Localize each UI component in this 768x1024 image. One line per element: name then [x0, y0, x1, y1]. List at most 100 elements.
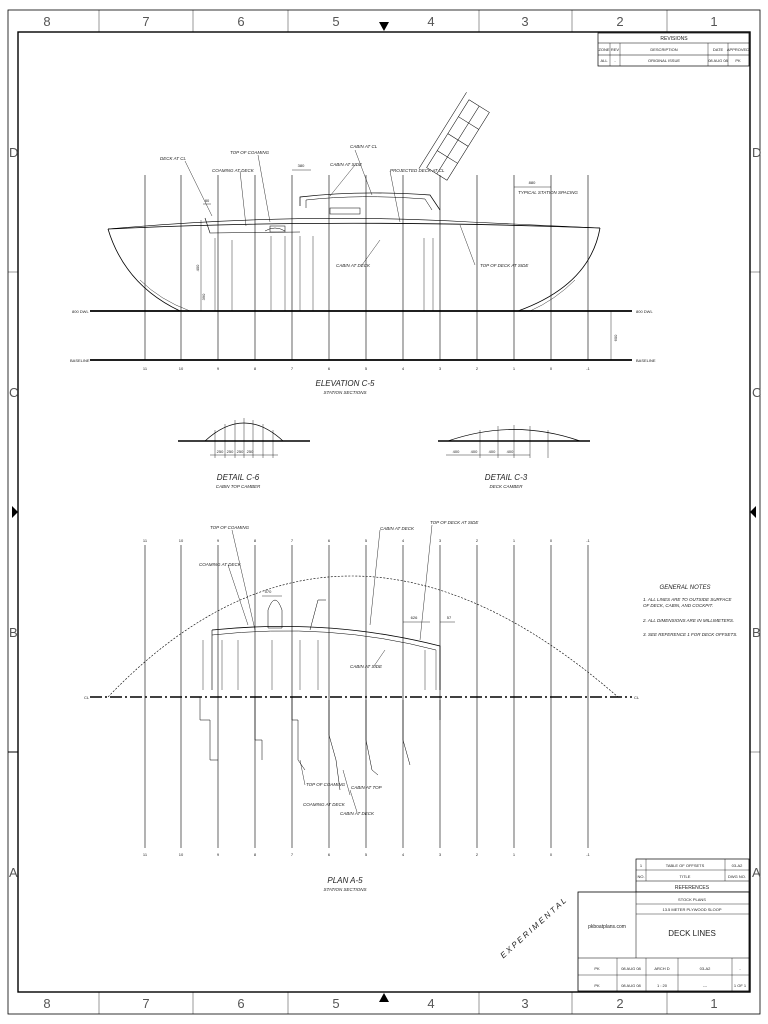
station-3: 3: [439, 366, 442, 371]
zone-col-5-bottom: 5: [332, 996, 339, 1011]
plan-station-0-top: 0: [550, 538, 553, 543]
checked-by: PK: [594, 983, 600, 988]
references-title: REFERENCES: [675, 885, 710, 891]
detail-c3-drawing: [438, 425, 590, 458]
plan-station-10-bottom: 10: [179, 852, 184, 857]
deck-at-cl-line: [107, 218, 601, 230]
elevation-callouts: DECK AT CL TOP OF COAMING COAMING AT DEC…: [160, 144, 578, 268]
revision-value: -: [739, 966, 741, 971]
rev-header-description: DESCRIPTION: [650, 47, 677, 52]
plan-callout-coaming-at-deck: COAMING AT DECK: [199, 562, 242, 567]
plan-cl-right: CL: [634, 695, 640, 700]
zone-col-8-bottom: 8: [43, 996, 50, 1011]
detail-c6-drawing: [178, 418, 310, 458]
plan-station-5-bottom: 5: [365, 852, 368, 857]
plan-stepped-profile: [199, 697, 218, 761]
zone-row-d-right: D: [752, 145, 761, 160]
zone-col-6: 6: [237, 14, 244, 29]
station-2: 2: [476, 366, 479, 371]
rotated-section-detail: [418, 92, 490, 181]
plan-station-7-bottom: 7: [291, 852, 294, 857]
dim-c6-2: 250: [227, 449, 234, 454]
zone-col-7-bottom: 7: [142, 996, 149, 1011]
zone-row-b-left: B: [9, 625, 18, 640]
zone-row-a-left: A: [9, 865, 18, 880]
zone-labels-top: 8 7 6 5 4 3 2 1: [43, 14, 717, 29]
boat-name: 13.5 METER PLYWOOD SLOOP: [662, 907, 721, 912]
sheet-size: ARCH D: [654, 966, 669, 971]
elevation-line-labels: 800 DWL 800 DWL BASELINE BASELINE: [70, 309, 656, 363]
ref-header-title: TITLE: [680, 874, 691, 879]
dim-elev-600: 600: [613, 334, 618, 341]
plan-cl-left: CL: [84, 695, 90, 700]
dim-c3-2: 400: [471, 449, 478, 454]
plan-callout-top-of-coaming-2: TOP OF COAMING: [306, 782, 346, 787]
ref-header-no: NO.: [637, 874, 644, 879]
detail-c6-subtitle: CABIN TOP CAMBER: [216, 484, 261, 489]
plan-callout-coaming-at-deck-2: COAMING AT DECK: [303, 802, 346, 807]
station-0: 0: [550, 366, 553, 371]
plan-callout-cabin-at-deck-2: CABIN AT DECK: [340, 811, 375, 816]
plan-station-3-bottom: 3: [439, 852, 442, 857]
elevation-dimension-values: 80 380 600 400 390: [195, 163, 618, 341]
deck-outline-arc: [107, 575, 619, 698]
dwg-number: 03-A2: [700, 966, 711, 971]
elevation-title: ELEVATION C-5: [316, 379, 376, 388]
plan-dimension-values: 570 626 57: [265, 589, 452, 620]
plan-callout-cabin-at-top: CABIN AT TOP: [351, 785, 382, 790]
rev-header-approved: APPROVED: [727, 47, 749, 52]
drawn-date: 08 AUG 08: [621, 966, 641, 971]
zone-col-4: 4: [427, 14, 434, 29]
zone-labels-side: D C B A D C B A: [9, 145, 761, 880]
callout-top-of-coaming: TOP OF COAMING: [230, 150, 270, 155]
station-7: 7: [291, 366, 294, 371]
plan-callout-top-of-deck-at-side: TOP OF DECK AT SIDE: [430, 520, 479, 525]
plan-station-2-top: 2: [476, 538, 479, 543]
dim-plan-57: 57: [447, 615, 452, 620]
detail-c3-title: DETAIL C-3: [485, 473, 528, 482]
station-10: 10: [179, 366, 184, 371]
plan-station-6-top: 6: [328, 538, 331, 543]
callout-cabin-at-deck: CABIN AT DECK: [336, 263, 371, 268]
plan-station-1-bottom: 1: [513, 852, 516, 857]
dim-plan-626: 626: [411, 615, 418, 620]
callout-cabin-at-side: CABIN AT SIDE: [330, 162, 363, 167]
ref-header-dwg: DWG NO.: [728, 874, 746, 879]
plan-station-4-top: 4: [402, 538, 405, 543]
general-note-3: 3. SEE REFERENCE 1 FOR DECK OFFSETS.: [643, 632, 738, 637]
plan-subtitle: STATION SECTIONS: [323, 887, 366, 892]
plan-station-8-top: 8: [254, 538, 257, 543]
callout-coaming-at-deck: COAMING AT DECK: [212, 168, 255, 173]
zone-col-7: 7: [142, 14, 149, 29]
elevation-subtitle: STATION SECTIONS: [323, 390, 366, 395]
dim-c6-4: 250: [247, 449, 254, 454]
rev-cell-description: ORIGINAL ISSUE: [648, 58, 680, 63]
zone-col-1-bottom: 1: [710, 996, 717, 1011]
revisions-block: REVISIONS ZONE REV DESCRIPTION DATE APPR…: [597, 32, 750, 67]
station-11: 11: [143, 366, 148, 371]
callout-top-of-deck-at-side: TOP OF DECK AT SIDE: [480, 263, 529, 268]
general-note-1a: 1. ALL LINES ARE TO OUTSIDE SURFACE: [643, 597, 732, 602]
drawn-by: PK: [594, 966, 600, 971]
detail-c6-title: DETAIL C-6: [217, 473, 260, 482]
zone-row-d-left: D: [9, 145, 18, 160]
zone-row-b-right: B: [752, 625, 761, 640]
plan-station-numbers-top: 11 10 9 8 7 6 5 4 3 2 1 0 -1: [143, 538, 591, 543]
callout-deck-at-cl: DECK AT CL: [160, 156, 187, 161]
plan-callout-top-of-coaming: TOP OF COAMING: [210, 525, 250, 530]
detail-c3-dims: 400 400 400 400: [453, 449, 514, 454]
general-note-2: 2. ALL DIMENSIONS ARE IN MILLIMETERS.: [642, 618, 734, 623]
general-notes: GENERAL NOTES 1. ALL LINES ARE TO OUTSID…: [642, 585, 738, 637]
plan-station-11-top: 11: [143, 538, 148, 543]
drawing-weight: ---: [703, 983, 708, 988]
label-baseline-right: BASELINE: [636, 358, 656, 363]
callout-projected-deck: PROJECTED DECK AT CL: [390, 168, 445, 173]
station-6: 6: [328, 366, 331, 371]
plan-station-0-bottom: 0: [550, 852, 553, 857]
zone-col-4-bottom: 4: [427, 996, 434, 1011]
elevation-station-numbers: 11 10 9 8 7 6 5 4 3 2 1 0 -1: [143, 366, 591, 371]
experimental-stamp: E X P E R I M E N T A L: [499, 896, 568, 960]
plan-station-2-bottom: 2: [476, 852, 479, 857]
elevation-station-lines: [144, 175, 589, 360]
dim-c3-3: 400: [489, 449, 496, 454]
